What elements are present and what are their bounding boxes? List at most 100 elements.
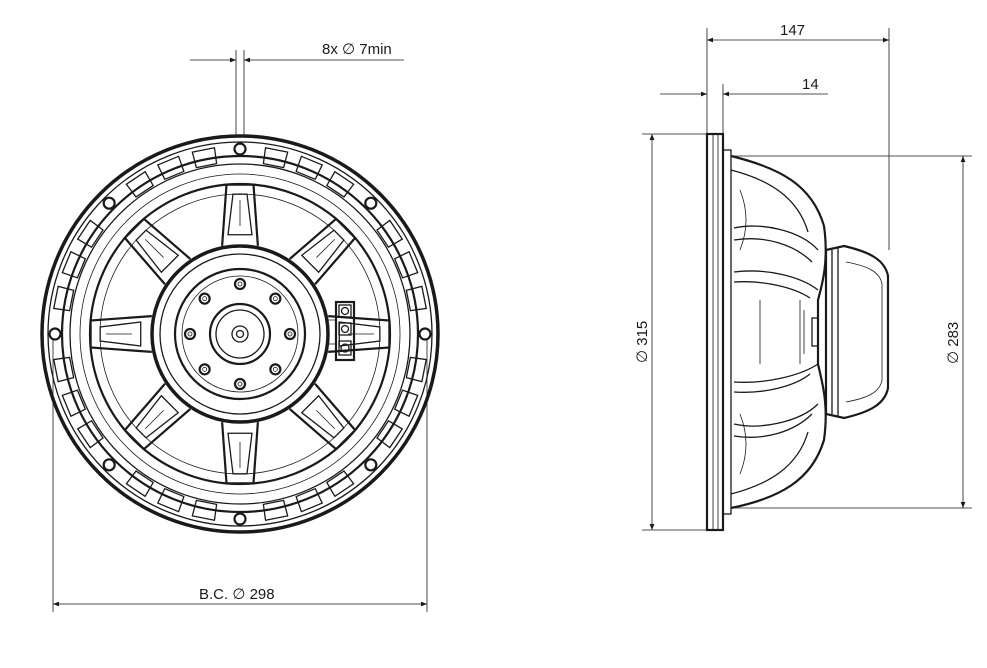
motor-bolt-center (202, 296, 208, 302)
motor-bolts (183, 277, 297, 391)
mounting-holes (48, 142, 432, 526)
rim-slot (125, 470, 155, 498)
depth-dimension: 147 (706, 22, 890, 250)
spoke-inner (135, 394, 180, 439)
vent-outer (231, 325, 249, 343)
rim-slot (393, 389, 419, 418)
mounting-hole (48, 327, 62, 341)
motor-bolt-center (272, 296, 278, 302)
spoke-outline (123, 217, 191, 285)
motor-bolt (198, 363, 211, 376)
mounting-hole (102, 458, 116, 472)
rim-slot (61, 389, 87, 418)
basket-spokes (89, 183, 391, 485)
spoke-outline (289, 383, 357, 451)
rim-ring-3 (60, 154, 420, 514)
bolt-circle-label: B.C. ∅ 298 (199, 586, 275, 603)
spoke-outline (123, 383, 191, 451)
outer-diameter-dimension: ∅ 315 (634, 133, 707, 531)
spoke-contour-3 (733, 363, 819, 393)
motor-plate-ring (173, 267, 307, 401)
rim-slot (325, 170, 355, 198)
rim-slot (76, 419, 104, 449)
rim-slot (156, 155, 185, 181)
mounting-hole (102, 196, 116, 210)
vent-inner (235, 329, 245, 339)
spoke-inner (227, 193, 253, 236)
spoke-contour-1 (733, 225, 819, 263)
basket-inner-profile (730, 169, 809, 495)
motor-bolt (183, 327, 197, 341)
flange-thickness-label: 14 (802, 76, 819, 93)
mounting-hole (418, 327, 432, 341)
spoke-rib (316, 238, 336, 258)
mounting-hole (364, 196, 378, 210)
hole-dimension-label: 8x ∅ 7min (322, 41, 392, 58)
rim-slot (295, 155, 324, 181)
spoke-outline (328, 315, 391, 353)
spoke-outline (221, 183, 259, 246)
mounting-hole (364, 458, 378, 472)
rim-slot (405, 356, 428, 383)
spoke-contour-6 (759, 300, 805, 364)
mounting-hole (233, 142, 247, 156)
cutout-diameter-dimension: ∅ 283 (731, 155, 972, 509)
rim-ring-4 (69, 163, 411, 505)
flange-step (722, 149, 732, 515)
terminal-side (811, 317, 819, 347)
motor-bolt (269, 292, 282, 305)
rim-slot (393, 250, 419, 279)
spoke-outline (221, 422, 259, 485)
mounting-flange (705, 132, 725, 532)
motor-plate-inner (181, 275, 299, 393)
spoke-outline (89, 315, 152, 353)
rim-slot (52, 356, 75, 383)
spoke-inner (227, 432, 253, 475)
side-view: 147 14 ∅ 315 ∅ 283 (634, 22, 972, 532)
rim-slot (295, 487, 324, 513)
motor-bolt-center (202, 366, 208, 372)
motor-housing-outer (150, 244, 330, 424)
spoke-rib (144, 238, 164, 258)
motor-bolt (198, 292, 211, 305)
depth-label: 147 (780, 22, 805, 39)
motor-bolt-center (272, 366, 278, 372)
motor-housing-ring (159, 253, 321, 415)
terminal-block (326, 300, 356, 362)
spoke-inner (338, 321, 381, 347)
rim-ring-2 (47, 141, 433, 527)
spoke-inner (300, 229, 345, 274)
motor-bolt (269, 363, 282, 376)
spoke-contour-5 (739, 189, 747, 475)
spoke-inner (300, 394, 345, 439)
hole-dimension: 8x ∅ 7min (190, 41, 404, 136)
bolt-circle-dimension: B.C. ∅ 298 (52, 340, 428, 612)
spoke-inner (135, 229, 180, 274)
motor-bolt-center (287, 331, 293, 337)
pole-piece-inner (215, 309, 265, 359)
motor-bolt (283, 327, 297, 341)
spoke-inner (99, 321, 142, 347)
motor-bolt-center (237, 281, 243, 287)
rim-slot (325, 470, 355, 498)
rim-slot (76, 219, 104, 249)
spoke-rib (316, 410, 336, 430)
mounting-hole (233, 512, 247, 526)
spoke-contour-4 (733, 403, 819, 438)
motor-bolt (233, 377, 247, 391)
spoke-contour-2 (733, 270, 819, 299)
rim-slot (191, 499, 218, 522)
flange-thickness-dimension: 14 (660, 76, 828, 134)
rim-ring-7 (99, 193, 381, 475)
rim-ring-5 (79, 173, 401, 495)
motor-bolt-center (237, 381, 243, 387)
spoke-rib (144, 410, 164, 430)
rim-slot (156, 487, 185, 513)
front-view: 8x ∅ 7min B.C. ∅ 298 (40, 41, 440, 612)
rim-slot (61, 250, 87, 279)
outer-rim (40, 134, 440, 534)
rim-slot (405, 285, 428, 312)
rim-slot (191, 146, 218, 169)
spoke-outline (289, 217, 357, 285)
